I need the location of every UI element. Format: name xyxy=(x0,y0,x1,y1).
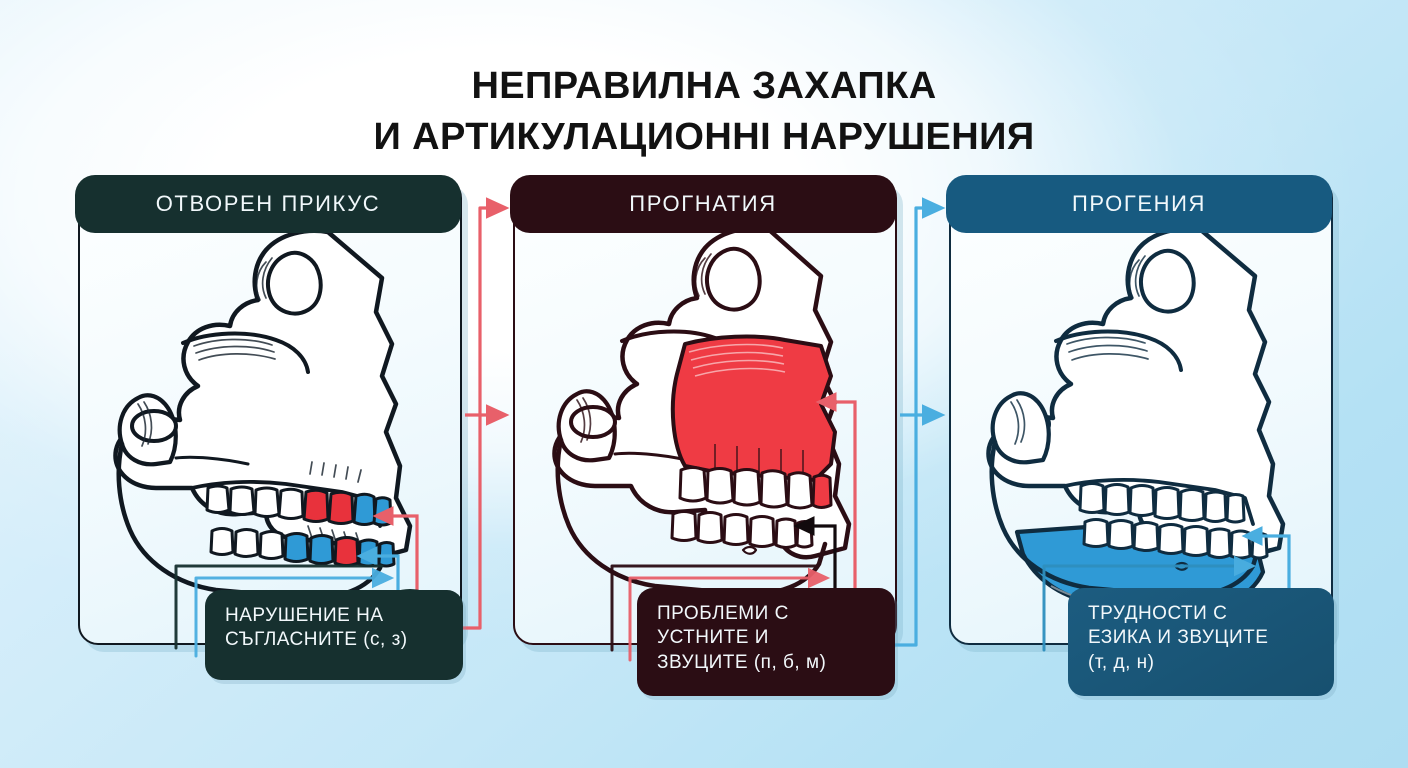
maxilla-highlight-red xyxy=(670,334,837,482)
card-progenia[interactable] xyxy=(949,178,1333,645)
caption-line-1: ТРУДНОСТИ С xyxy=(1088,603,1228,624)
caption-line-3: ЗВУЦИТЕ (п, б, м) xyxy=(657,651,827,673)
caption-line-2: СЪГЛАСНИТЕ (с, з) xyxy=(225,629,408,651)
caption-line-1: НАРУШЕНИЕ НА xyxy=(225,605,384,626)
card-header-prognathia[interactable]: ПРОГНАТИЯ xyxy=(510,175,896,233)
page-title: НЕПРАВИЛНА ЗАХАПКА И АРТИКУЛАЦИОННІ НАРУ… xyxy=(0,61,1408,161)
caption-prognathia[interactable]: ПРОБЛЕМИ С УСТНИТЕ И ЗВУЦИТЕ (п, б, м) xyxy=(637,588,895,696)
card-header-label: ПРОГНАТИЯ xyxy=(629,191,777,216)
illustration-progenia xyxy=(951,226,1331,643)
card-header-progenia[interactable]: ПРОГЕНИЯ xyxy=(946,175,1332,233)
skull-outline-group xyxy=(986,226,1286,560)
title-line-2: И АРТИКУЛАЦИОННІ НАРУШЕНИЯ xyxy=(373,115,1035,158)
title-line-1: НЕПРАВИЛНА ЗАХАПКА xyxy=(471,65,937,108)
caption-progenia[interactable]: ТРУДНОСТИ С ЕЗИКА И ЗВУЦИТЕ (т, д, н) xyxy=(1068,588,1334,696)
caption-line-3: (т, д, н) xyxy=(1088,651,1155,673)
upper-teeth-row xyxy=(1078,482,1246,524)
card-header-label: ПРОГЕНИЯ xyxy=(1071,191,1207,216)
illustration-prognathia xyxy=(515,226,895,643)
pointer-arrows xyxy=(1241,526,1291,588)
card-header-label: ОТВОРЕН ПРИКУС xyxy=(155,191,381,216)
caption-line-2: ЕЗИКА И ЗВУЦИТЕ xyxy=(1088,627,1269,649)
lower-teeth-row xyxy=(1082,518,1269,560)
card-header-open-bite[interactable]: ОТВОРЕН ПРИКУС xyxy=(75,175,461,233)
caption-line-1: ПРОБЛЕМИ С xyxy=(657,603,789,624)
caption-open-bite[interactable]: НАРУШЕНИЕ НА СЪГЛАСНИТЕ (с, з) xyxy=(205,590,463,680)
caption-line-2: УСТНИТЕ И xyxy=(657,627,769,649)
card-prognathia[interactable] xyxy=(513,178,897,645)
arrow-mandible xyxy=(1241,526,1291,588)
card-open-bite[interactable] xyxy=(78,178,462,645)
illustration-open-bite xyxy=(80,226,460,643)
